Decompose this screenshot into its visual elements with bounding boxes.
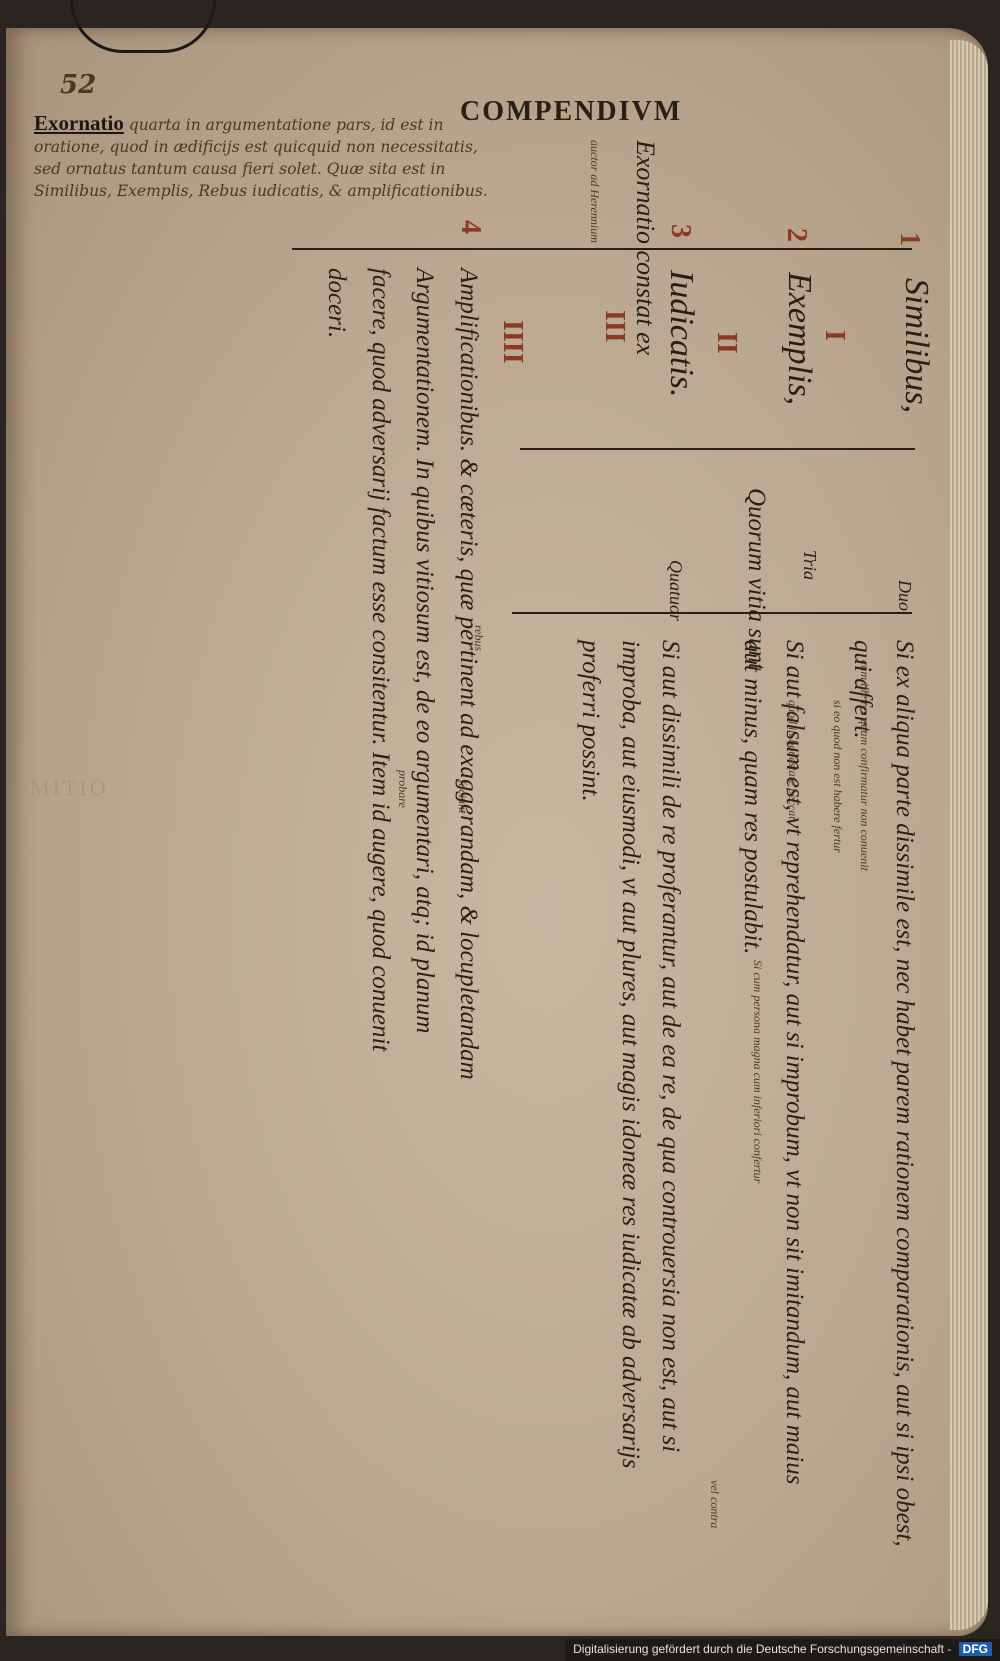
page-number: 52 xyxy=(60,70,97,100)
gloss-7: faciunt xyxy=(456,780,470,814)
header-title: COMPENDIVM xyxy=(460,96,683,127)
vitia-iudicatis: Si aut dissimili de re proferantur, aut … xyxy=(577,640,684,1469)
gloss-6: rebus xyxy=(472,625,486,652)
branch-exemplis: Exemplis, xyxy=(781,272,818,406)
margin-note: Exornatio quarta in argumentatione pars,… xyxy=(34,112,494,202)
marker-2: 2 xyxy=(781,228,812,242)
sub-label-duo: Duo xyxy=(895,580,915,611)
marker-3: 3 xyxy=(665,224,696,238)
footer-text: Digitalisierung gefördert durch die Deut… xyxy=(573,1642,952,1656)
branch-similibus: Similibus, xyxy=(898,278,935,414)
sub-label-quatuor: Quatuor xyxy=(666,560,686,622)
marker-4: 4 xyxy=(455,220,486,234)
sub-label-tria: Tria xyxy=(800,550,820,581)
branch-brace xyxy=(520,448,915,462)
vitia-similibus-1: Si ex aliqua parte dissimile est, nec ha… xyxy=(849,640,918,1547)
gloss-1: cum ille res quam confirmatur non conuen… xyxy=(858,660,872,871)
gloss-3: quod in honestate peccat xyxy=(786,700,800,820)
branch-iudicatis: Iudicatis. xyxy=(663,270,700,398)
margin-note-lemma: Exornatio xyxy=(34,111,124,135)
branch-amplificationibus: Amplificationibus. & cæteris, quæ pertin… xyxy=(323,268,482,1080)
gloss-8: probare xyxy=(396,770,410,808)
page-edges xyxy=(950,40,988,1630)
numeral-II: II xyxy=(711,332,742,354)
book-page xyxy=(6,28,988,1636)
gloss-5: vel contra xyxy=(708,1480,722,1529)
gloss-4: Si cum persona magna cum inferiori confe… xyxy=(751,960,765,1184)
root-gloss: auctor ad Herennium xyxy=(588,140,602,243)
vitia-exemplis: Si aut falsum est, vt reprehendatur, aut… xyxy=(739,640,808,1485)
marker-1: 1 xyxy=(894,232,925,246)
main-brace xyxy=(292,248,912,264)
vitia-brace xyxy=(512,612,912,626)
numeral-III: III xyxy=(599,310,630,343)
bleed-through-text: MITIO xyxy=(30,775,109,800)
footer-bar: Digitalisierung gefördert durch die Deut… xyxy=(565,1639,1000,1661)
dfg-badge: DFG xyxy=(958,1642,992,1656)
margin-note-text: quarta in argumentatione pars, id est in… xyxy=(34,116,488,200)
gloss-2: si eo quod non est habere fertur xyxy=(831,700,845,853)
numeral-I: I xyxy=(819,330,850,341)
numeral-IIII: IIII xyxy=(497,320,528,364)
